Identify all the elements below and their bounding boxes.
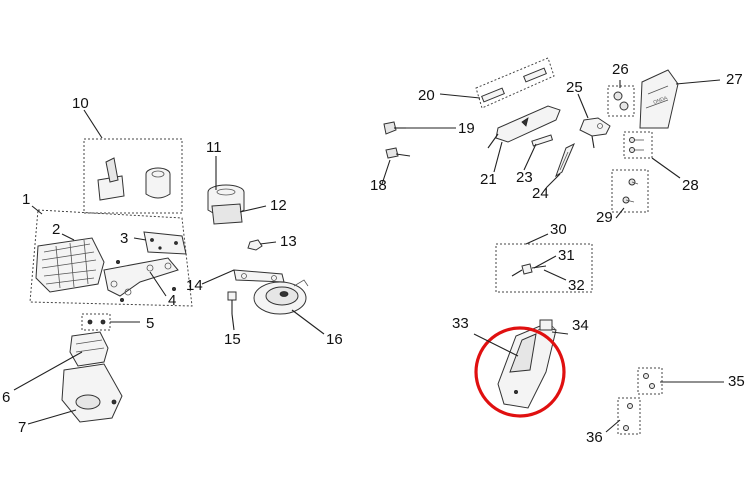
callout-10: 10 — [72, 95, 89, 112]
part-bolt-19 — [383, 121, 406, 135]
part-license-bracket — [497, 319, 557, 409]
part-bracket-plate — [143, 231, 187, 255]
part-tail-lamp: ONDA — [639, 69, 679, 129]
part-cover-bar — [487, 105, 561, 149]
callout-27: 27 — [726, 71, 743, 88]
group-box-20 — [475, 57, 555, 109]
part-handlebar-switch-lower — [61, 363, 123, 423]
callout-5: 5 — [146, 315, 154, 332]
callout-16: 16 — [326, 331, 343, 348]
callout-24: 24 — [532, 185, 549, 202]
part-bracket-arm — [103, 257, 179, 297]
callout-26: 26 — [612, 61, 629, 78]
part-bolt — [227, 291, 237, 314]
callout-28: 28 — [682, 177, 699, 194]
callout-35: 35 — [728, 373, 745, 390]
part-lever-bracket — [579, 117, 611, 149]
callout-33: 33 — [452, 315, 469, 332]
callout-23: 23 — [516, 169, 533, 186]
group-box-36 — [617, 397, 641, 435]
callout-21: 21 — [480, 171, 497, 188]
group-box-10 — [83, 138, 183, 214]
callout-19: 19 — [458, 120, 475, 137]
callout-29: 29 — [596, 209, 613, 226]
callout-25: 25 — [566, 79, 583, 96]
callout-7: 7 — [18, 419, 26, 436]
part-ignition-switch — [97, 157, 171, 201]
callout-3: 3 — [120, 230, 128, 247]
callout-30: 30 — [550, 221, 567, 238]
leader-lines — [13, 79, 724, 433]
part-small-bar — [531, 134, 554, 147]
part-handlebar-switch-upper — [69, 331, 109, 367]
callout-36: 36 — [586, 429, 603, 446]
part-nut — [247, 239, 263, 251]
callout-15: 15 — [224, 331, 241, 348]
part-small-screws — [116, 259, 176, 302]
callout-13: 13 — [280, 233, 297, 250]
callout-31: 31 — [558, 247, 575, 264]
svg-text:ONDA: ONDA — [653, 95, 669, 106]
group-box-29 — [611, 169, 649, 213]
highlight-circle — [474, 326, 566, 418]
part-connector — [511, 263, 547, 277]
callout-18: 18 — [370, 177, 387, 194]
group-box-5 — [81, 313, 111, 331]
group-box-28 — [623, 131, 653, 159]
part-relay — [207, 184, 245, 225]
callout-20: 20 — [418, 87, 435, 104]
group-box-30 — [495, 243, 593, 293]
group-box-26 — [607, 85, 635, 117]
callout-32: 32 — [568, 277, 585, 294]
group-box-1 — [29, 209, 193, 307]
callout-34: 34 — [572, 317, 589, 334]
callout-1: 1 — [22, 191, 30, 208]
part-horn — [253, 279, 309, 315]
part-cylinder — [555, 142, 575, 178]
screw-icon — [87, 319, 93, 325]
callout-6: 6 — [2, 389, 10, 406]
callout-12: 12 — [270, 197, 287, 214]
callout-2: 2 — [52, 221, 60, 238]
screw-icon — [100, 319, 106, 325]
callout-11: 11 — [206, 139, 222, 156]
part-bolt-18 — [385, 147, 411, 159]
callout-labels: 1 2 3 4 5 6 7 10 11 12 13 14 15 16 18 19… — [2, 61, 745, 446]
part-headlight — [35, 237, 105, 293]
group-box-35 — [637, 367, 663, 395]
callout-14: 14 — [186, 277, 203, 294]
callout-4: 4 — [168, 292, 176, 309]
